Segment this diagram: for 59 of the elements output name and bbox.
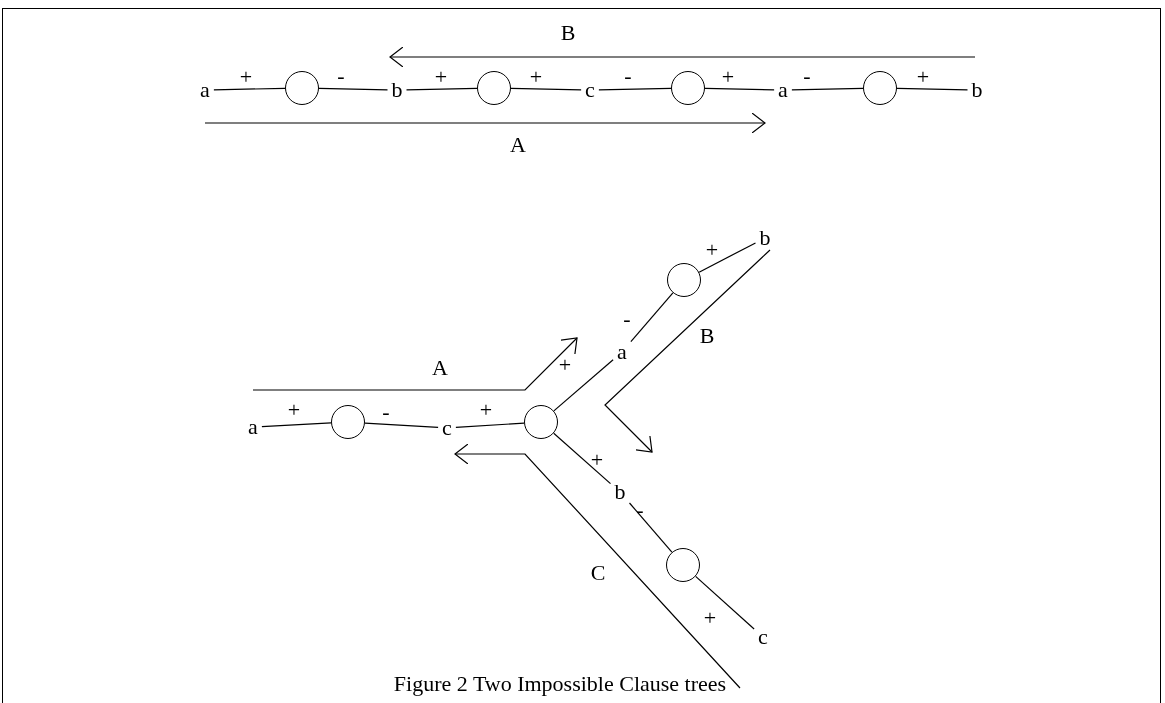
sign-label: - xyxy=(382,401,390,423)
path-label: A xyxy=(510,134,526,156)
clause-circle xyxy=(524,405,558,439)
connector-line xyxy=(628,502,673,553)
sign-label: - xyxy=(337,65,345,87)
path-label: C xyxy=(590,562,606,584)
sign-label: + xyxy=(529,66,543,88)
sign-label: + xyxy=(703,607,717,629)
path-label: A xyxy=(432,357,448,379)
clause-circle xyxy=(863,71,897,105)
connector-line xyxy=(553,432,612,485)
clause-circle xyxy=(477,71,511,105)
sign-label: - xyxy=(636,499,644,521)
connector-line xyxy=(213,87,286,91)
connector-line xyxy=(698,242,757,273)
variable-label: b xyxy=(971,79,983,101)
variable-label: b xyxy=(614,481,626,503)
sign-label: + xyxy=(705,239,719,261)
clause-circle xyxy=(331,405,365,439)
connector-line xyxy=(510,87,582,91)
sign-label: + xyxy=(721,66,735,88)
figure-caption: Figure 2 Two Impossible Clause trees xyxy=(393,673,727,695)
connector-line xyxy=(630,292,674,343)
sign-label: + xyxy=(916,66,930,88)
variable-label: c xyxy=(585,79,595,101)
clause-circle xyxy=(666,548,700,582)
connector-line xyxy=(896,87,969,91)
variable-label: b xyxy=(391,79,403,101)
variable-label: a xyxy=(248,416,258,438)
connector-line xyxy=(318,87,389,91)
sign-label: - xyxy=(623,308,631,330)
connector-line xyxy=(553,359,614,412)
sign-label: + xyxy=(479,399,493,421)
clause-circle xyxy=(285,71,319,105)
sign-label: - xyxy=(803,65,811,87)
variable-label: c xyxy=(442,417,452,439)
path-label: B xyxy=(699,325,715,347)
variable-label: c xyxy=(758,626,768,648)
connector-line xyxy=(598,87,672,91)
connector-line xyxy=(704,87,775,91)
variable-label: a xyxy=(778,79,788,101)
connector-line xyxy=(695,575,755,630)
sign-label: + xyxy=(287,399,301,421)
connector-line xyxy=(791,87,864,91)
connector-line xyxy=(261,422,332,428)
variable-label: b xyxy=(759,227,771,249)
connector-line xyxy=(405,87,478,91)
sign-label: + xyxy=(239,66,253,88)
variable-label: a xyxy=(200,79,210,101)
clause-circle xyxy=(671,71,705,105)
path-label: B xyxy=(560,22,576,44)
connector-line xyxy=(455,422,525,429)
sign-label: + xyxy=(590,449,604,471)
sign-label: - xyxy=(624,65,632,87)
sign-label: + xyxy=(558,354,572,376)
connector-line xyxy=(364,422,439,429)
sign-label: + xyxy=(434,66,448,88)
variable-label: a xyxy=(617,341,627,363)
clause-circle xyxy=(667,263,701,297)
